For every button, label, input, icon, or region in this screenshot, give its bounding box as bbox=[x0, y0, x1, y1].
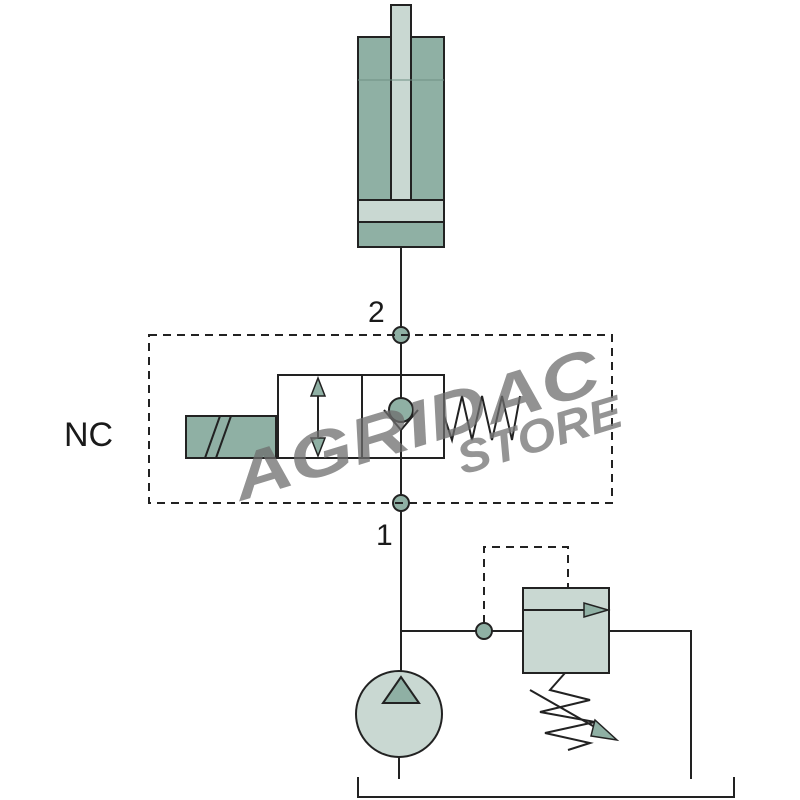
valve-spring bbox=[443, 395, 521, 444]
hydraulic-pump bbox=[355, 630, 443, 779]
pilot-line-dashed bbox=[483, 546, 569, 623]
port-1-label: 1 bbox=[376, 519, 393, 552]
relief-return-line bbox=[609, 630, 692, 779]
watermark-logo: AGRIDAC STORE bbox=[221, 334, 629, 515]
relief-junction bbox=[475, 622, 493, 640]
tank bbox=[357, 777, 735, 798]
hydraulic-cylinder bbox=[357, 4, 445, 248]
adjustable-spring bbox=[529, 672, 620, 751]
nc-label: NC bbox=[64, 416, 113, 454]
valve-enclosure-dashed bbox=[148, 334, 613, 504]
port-2-label: 2 bbox=[368, 296, 385, 329]
pressure-relief-valve bbox=[522, 587, 611, 674]
solenoid-actuator bbox=[185, 415, 277, 459]
check-valve bbox=[383, 375, 419, 458]
